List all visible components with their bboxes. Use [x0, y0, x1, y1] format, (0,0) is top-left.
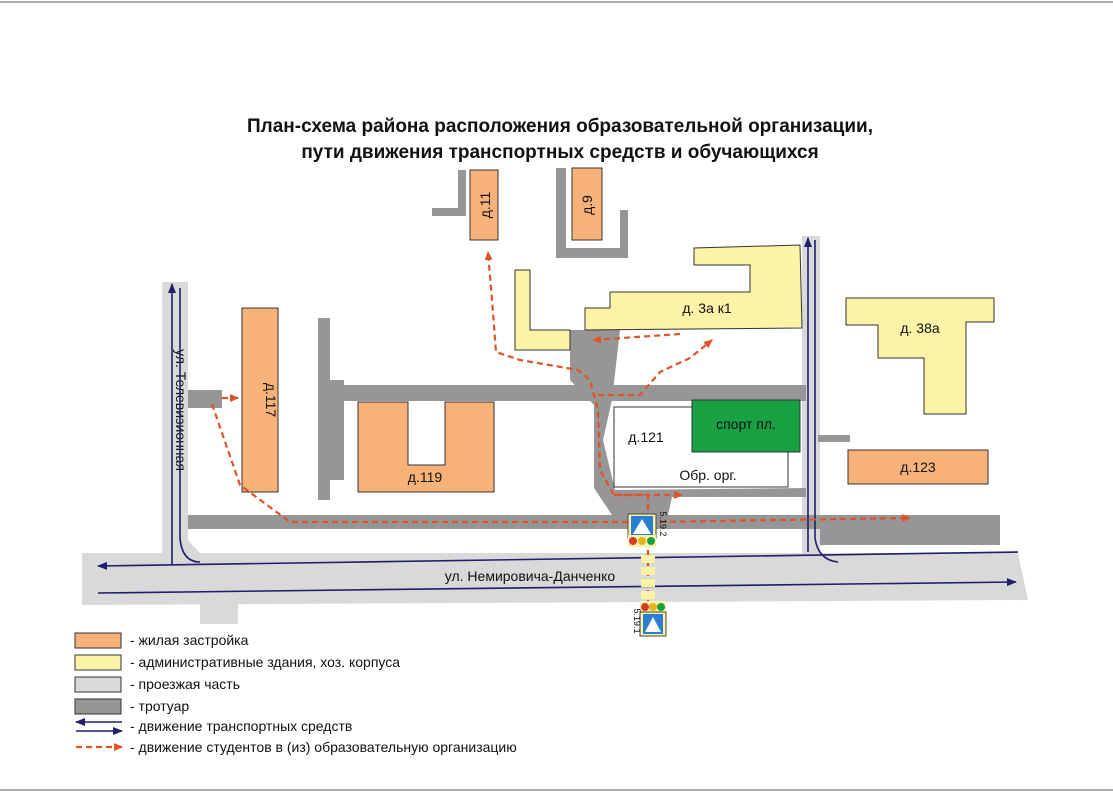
- zebra-stripe: [641, 567, 655, 575]
- label-school: Обр. орг.: [679, 467, 736, 483]
- label-d123: д.123: [900, 459, 936, 475]
- legend-label-road: - проезжая часть: [130, 676, 240, 692]
- building-d11: [469, 169, 499, 241]
- legend-label-student: - движение студентов в (из) образователь…: [130, 739, 517, 755]
- zebra-stripe: [641, 579, 655, 587]
- sport-ground: [691, 399, 801, 453]
- label-sport-ground: спорт пл.: [716, 416, 776, 432]
- building-d123: [847, 449, 989, 485]
- legend: - жилая застройка - административные зда…: [74, 632, 517, 755]
- traffic-light-green-icon: [647, 537, 655, 545]
- pedestrian-triangle-icon: [645, 617, 661, 632]
- zebra-stripe: [641, 555, 655, 563]
- map-title-line-1: План-схема района расположения образоват…: [247, 116, 873, 137]
- zebra-stripe: [641, 591, 655, 599]
- roadway-layer: [82, 236, 1028, 624]
- crosswalk-sign-lower: 5.19.1: [632, 601, 667, 637]
- side-road-televizionnaya: [162, 282, 188, 554]
- legend-label-vehicle: - движение транспортных средств: [130, 718, 352, 734]
- label-d119: д.119: [408, 469, 443, 485]
- student-route-east: [649, 514, 911, 524]
- vehicle-traffic-routes: [97, 237, 1019, 594]
- traffic-light-green-icon: [657, 603, 665, 611]
- legend-swatch-admin: [74, 654, 122, 671]
- driveway-vertical-west: [318, 318, 330, 500]
- legend-label-admin: - административные здания, хоз. корпуса: [130, 654, 400, 670]
- vehicle-route-south-televizionnaya: [179, 288, 201, 563]
- street-label-televizionnaya: ул. Телевизионная: [173, 349, 189, 471]
- driveway-to-d11: [432, 170, 466, 216]
- label-d38a: д. 38а: [900, 320, 940, 336]
- legend-label-residential: - жилая застройка: [130, 632, 249, 648]
- legend-swatch-road: [74, 676, 122, 693]
- student-route-to-d3a-west: [592, 332, 681, 344]
- vehicle-route-south-east: [814, 240, 839, 563]
- label-d11: д.11: [477, 191, 493, 218]
- traffic-light-yellow-icon: [638, 537, 646, 545]
- driveway-vertical-west-2: [330, 380, 344, 480]
- building-d119: [357, 401, 495, 493]
- vehicle-route-westbound: [97, 551, 1019, 570]
- east-sidewalk-stub: [818, 435, 850, 442]
- south-road-stub: [200, 604, 238, 624]
- main-road: [82, 553, 1028, 605]
- traffic-light-yellow-icon: [649, 603, 657, 611]
- building-d3a-k1: [584, 244, 803, 331]
- pedestrian-triangle-icon: [633, 519, 651, 534]
- inner-driveway: [318, 385, 806, 401]
- sidewalk-stub-west: [188, 390, 222, 408]
- sign-code-lower: 5.19.1: [632, 608, 642, 633]
- building-d38a: [845, 297, 995, 415]
- driveway-to-d9: [556, 168, 628, 258]
- legend-label-sidewalk: - тротуар: [130, 698, 189, 714]
- student-route-to-d11: [484, 251, 650, 510]
- building-d117: [241, 307, 279, 493]
- vehicle-route-eastbound: [97, 578, 1017, 594]
- building-d9: [571, 167, 603, 241]
- label-d121: д.121: [628, 429, 664, 445]
- pedestrian-crossing: [641, 555, 655, 599]
- map-title-line-2: пути движения транспортных средств и обу…: [301, 142, 818, 163]
- student-route-from-d117: [210, 403, 640, 524]
- traffic-light-red-icon: [641, 603, 649, 611]
- label-d9: д.9: [579, 195, 595, 215]
- legend-swatch-sidewalk: [74, 698, 122, 715]
- residential-buildings: [241, 167, 989, 493]
- sign-code-upper: 5.19.2: [658, 511, 668, 536]
- admin-building-l-shape: [514, 269, 571, 351]
- east-sidewalk-extension: [820, 515, 1000, 545]
- label-d117: д.117: [263, 383, 279, 418]
- legend-swatch-residential: [74, 632, 122, 649]
- admin-buildings: [514, 244, 995, 415]
- student-route-to-d3a: [598, 339, 713, 397]
- school-courtyard-driveway: [570, 330, 806, 515]
- street-label-nemirovicha-danchenko: ул. Немировича-Данченко: [445, 568, 616, 584]
- traffic-light-red-icon: [629, 537, 637, 545]
- crosswalk-sign-upper: 5.19.2: [627, 511, 668, 547]
- label-d3a-k1: д. 3а к1: [682, 300, 732, 316]
